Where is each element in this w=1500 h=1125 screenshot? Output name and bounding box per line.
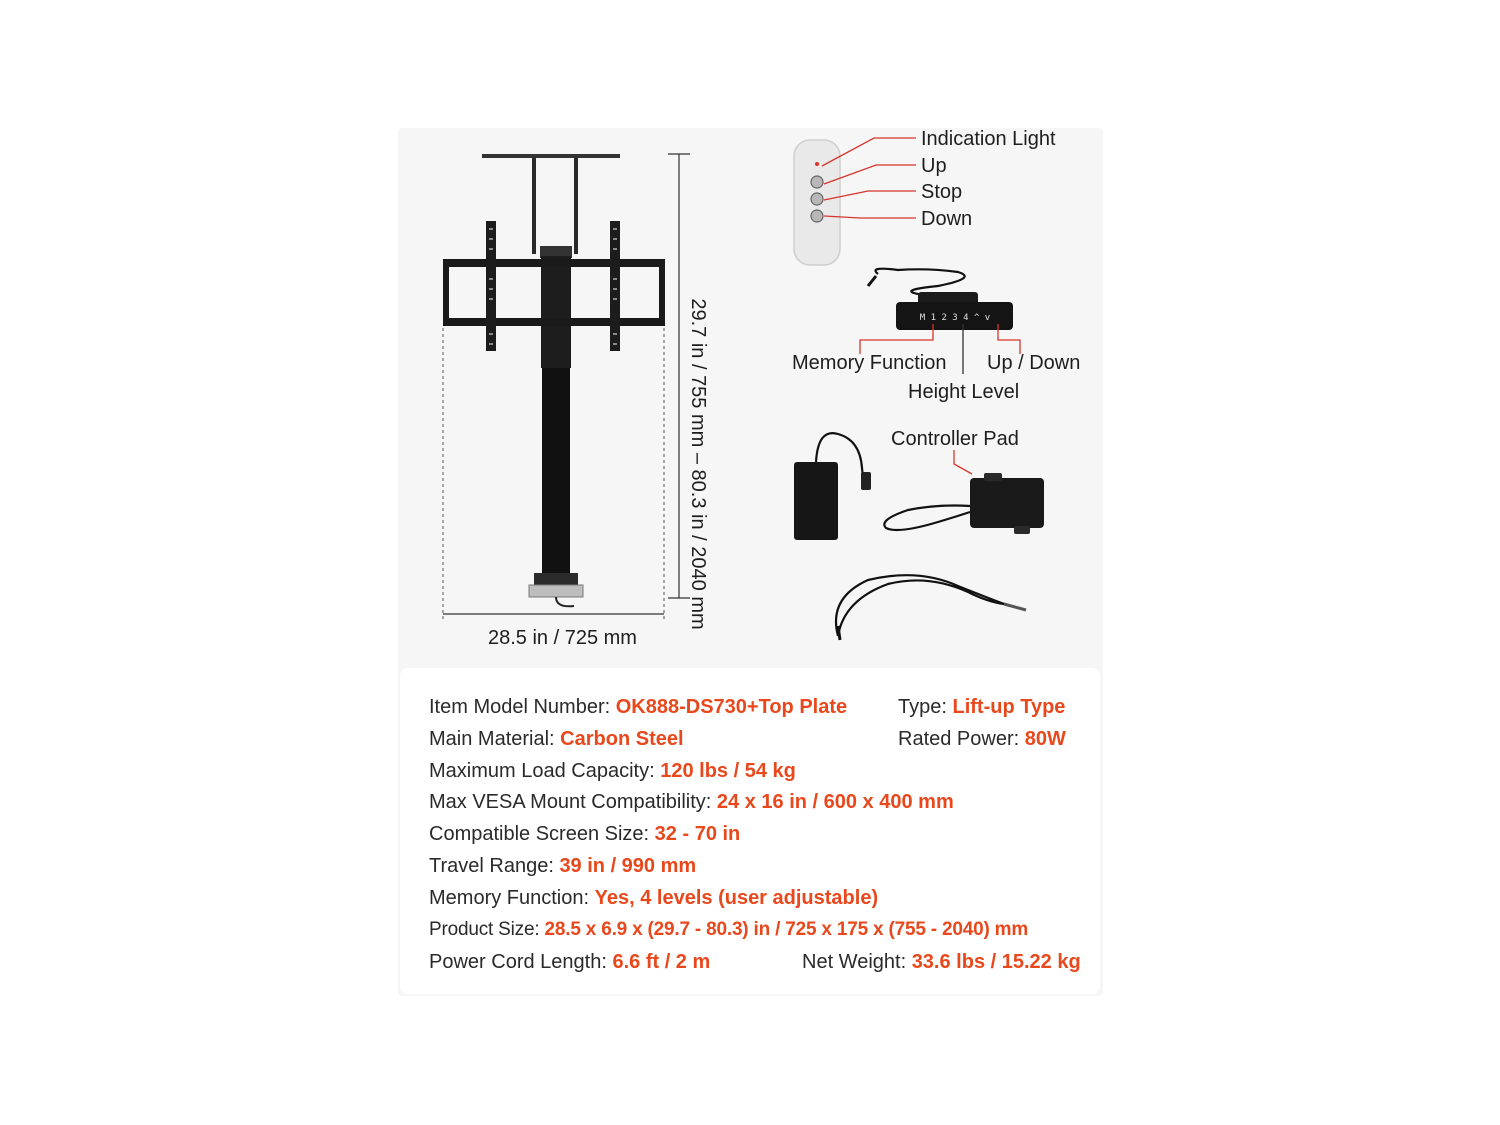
memory-function-label: Memory Function bbox=[792, 352, 947, 374]
extension-cable bbox=[834, 574, 1027, 641]
remote-control bbox=[793, 137, 916, 266]
product-illustration: M 1 2 3 4 ^ v bbox=[398, 128, 1103, 668]
tv-lift-illustration bbox=[442, 153, 690, 620]
controller-pad-label: Controller Pad bbox=[891, 428, 1019, 450]
height-level-label: Height Level bbox=[908, 381, 1020, 403]
specifications-panel: Item Model Number: OK888-DS730+Top Plate… bbox=[400, 668, 1100, 994]
button-legend: M 1 2 3 4 ^ v bbox=[920, 313, 990, 323]
height-dimension-label: 29.7 in / 755 mm – 80.3 in / 2040 mm bbox=[687, 298, 709, 630]
spec-model: Item Model Number: OK888-DS730+Top Plate bbox=[429, 696, 848, 718]
up-down-label: Up / Down bbox=[987, 352, 1081, 374]
spec-screen: Compatible Screen Size: 32 - 70 in bbox=[429, 823, 741, 845]
down-label: Down bbox=[921, 208, 973, 230]
spec-type: Type: Lift-up Type bbox=[898, 696, 1066, 718]
control-panel: M 1 2 3 4 ^ v bbox=[859, 267, 1021, 374]
spec-weight: Net Weight: 33.6 lbs / 15.22 kg bbox=[802, 951, 1081, 973]
spec-vesa: Max VESA Mount Compatibility: 24 x 16 in… bbox=[429, 791, 954, 813]
spec-memory: Memory Function: Yes, 4 levels (user adj… bbox=[429, 887, 879, 909]
spec-travel: Travel Range: 39 in / 990 mm bbox=[429, 855, 697, 877]
product-card: M 1 2 3 4 ^ v bbox=[398, 128, 1103, 996]
stop-label: Stop bbox=[921, 181, 963, 203]
spec-cord: Power Cord Length: 6.6 ft / 2 m bbox=[429, 951, 711, 973]
indication-light-label: Indication Light bbox=[921, 128, 1056, 150]
up-label: Up bbox=[921, 155, 947, 177]
controller-pad bbox=[883, 450, 1044, 534]
spec-power: Rated Power: 80W bbox=[898, 728, 1066, 750]
tv-lift-drawing: M 1 2 3 4 ^ v bbox=[442, 137, 1044, 641]
spec-material: Main Material: Carbon Steel bbox=[429, 728, 684, 750]
width-dimension-label: 28.5 in / 725 mm bbox=[488, 627, 637, 649]
spec-load: Maximum Load Capacity: 120 lbs / 54 kg bbox=[429, 760, 796, 782]
power-adapter bbox=[794, 432, 871, 540]
spec-size: Product Size: 28.5 x 6.9 x (29.7 - 80.3)… bbox=[429, 919, 1029, 940]
